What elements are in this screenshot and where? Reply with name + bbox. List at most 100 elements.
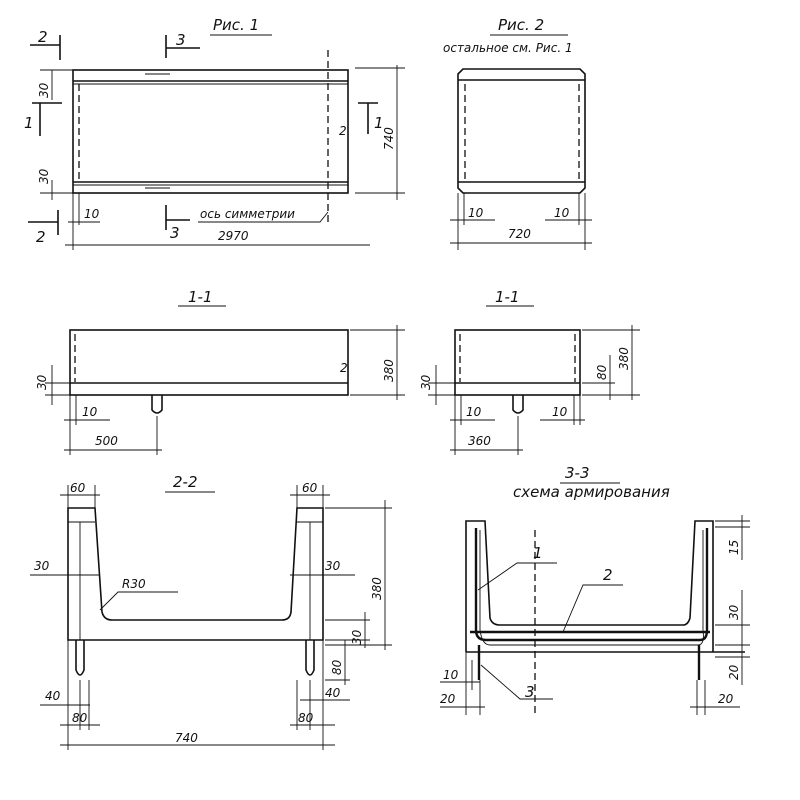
dim-label: 30 (37, 168, 51, 184)
section-label: 1 (374, 114, 384, 132)
callout-2: 2 (603, 566, 613, 584)
dim-label: 380 (382, 359, 396, 382)
support-leg (512, 395, 524, 414)
leader-line (477, 562, 557, 591)
dim-label: 2970 (218, 229, 249, 243)
dim-label: 360 (468, 434, 491, 448)
dim-label: 30 (34, 559, 50, 573)
section-mark-3-bottom (165, 205, 190, 230)
dim-lines (40, 640, 350, 750)
dim-label: 30 (419, 374, 433, 390)
section-1-1-right: 1-1 30 80 380 10 10 360 (419, 288, 640, 455)
support-leg-right (305, 640, 315, 676)
section-outline (69, 329, 349, 396)
fig2-outline (457, 68, 586, 194)
fig1-plan: Рис. 1 2 2 3 3 1 1 2 30 30 10 ось симмет… (24, 16, 405, 250)
fig1-title: Рис. 1 (213, 16, 259, 34)
section-title: 3-3 (565, 464, 590, 482)
fig2-note: остальное см. Рис. 1 (443, 41, 573, 55)
leader-line (198, 211, 329, 223)
dim-label: 380 (370, 577, 384, 600)
dim-label: 80 (330, 659, 344, 675)
dim-label: 720 (508, 227, 531, 241)
radius-label: R30 (122, 577, 146, 591)
dim-lines (68, 193, 100, 250)
support-leg-left (75, 640, 85, 676)
section-1-1-left: 1-1 2 30 380 10 500 (35, 288, 405, 455)
dim-label: 10 (552, 405, 568, 419)
dim-label: 740 (382, 127, 396, 150)
support-leg (151, 395, 163, 414)
dim-lines (350, 325, 405, 400)
section-mark-1-right (358, 102, 378, 134)
axis-label: ось симметрии (200, 207, 295, 221)
dim-label: 10 (554, 206, 570, 220)
dim-lines (715, 515, 750, 685)
leader-line (562, 584, 623, 633)
dim-lines (355, 65, 405, 200)
dim-label: 20 (727, 664, 741, 680)
dim-label: 30 (35, 374, 49, 390)
fig2-title: Рис. 2 (498, 16, 544, 34)
dim-label: 10 (82, 405, 98, 419)
dim-lines (45, 365, 70, 405)
dim-label: 15 (727, 540, 741, 555)
section-label: 1 (24, 114, 34, 132)
dim-label: 10 (84, 207, 100, 221)
dim-label: 30 (727, 604, 741, 620)
section-3-3: 3-3 схема армирования 1 2 3 15 30 20 10 … (440, 464, 750, 715)
dim-lines (582, 325, 640, 400)
dim-label: 20 (440, 692, 456, 706)
dim-lines (64, 395, 162, 455)
fig1-outline (72, 69, 349, 194)
rebar-1 (474, 528, 709, 642)
leader-line (99, 591, 178, 611)
section-2-2: 2-2 60 60 30 30 R30 380 30 80 40 40 80 8… (30, 473, 392, 750)
rebar-1-inner (479, 530, 704, 646)
callout-1: 1 (533, 544, 543, 562)
dim-label: 80 (72, 711, 88, 725)
dim-label: 80 (298, 711, 314, 725)
trough-outline (67, 507, 324, 641)
section-mark-3-top (165, 35, 200, 58)
section-mark-2-top (30, 35, 61, 60)
dim-label: 30 (350, 629, 364, 645)
dim-label: 40 (45, 689, 61, 703)
dim-lines (325, 500, 392, 650)
section-label: 3 (170, 224, 180, 242)
dim-label: 10 (443, 668, 459, 682)
section-title: 1-1 (495, 288, 520, 306)
dim-label: 80 (595, 364, 609, 380)
dim-label: 30 (325, 559, 341, 573)
dim-lines (440, 652, 740, 715)
break-mark: 2 (340, 361, 348, 375)
dim-label: 10 (466, 405, 482, 419)
dim-label: 10 (468, 206, 484, 220)
section-mark-1-left (32, 102, 62, 136)
leader-line (480, 664, 553, 700)
dim-lines (450, 193, 592, 250)
dim-lines (325, 612, 370, 685)
section-label: 2 (38, 28, 48, 46)
section-title: 2-2 (173, 473, 198, 491)
fig2-plan: Рис. 2 остальное см. Рис. 1 10 10 720 (443, 16, 592, 250)
section-title: 1-1 (188, 288, 213, 306)
dim-label: 60 (70, 481, 86, 495)
dim-label: 380 (617, 347, 631, 370)
dim-lines (428, 365, 455, 405)
section-subtitle: схема армирования (513, 483, 670, 501)
dim-label: 740 (175, 731, 198, 745)
dim-lines (60, 485, 330, 508)
dim-label: 20 (718, 692, 734, 706)
section-label: 3 (176, 31, 186, 49)
trough-outline (465, 520, 714, 652)
break-mark: 2 (339, 124, 347, 138)
section-outline (454, 329, 581, 396)
dim-label: 500 (95, 434, 118, 448)
dim-label: 40 (325, 686, 341, 700)
section-mark-2-bottom (28, 210, 59, 235)
dim-label: 30 (37, 82, 51, 98)
dim-lines (450, 395, 585, 455)
